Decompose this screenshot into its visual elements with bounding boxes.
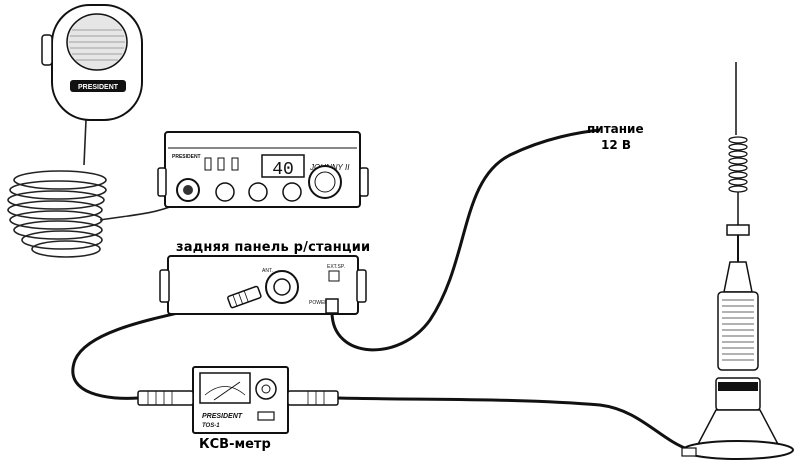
swr-output-connector <box>287 390 339 406</box>
sq-knob <box>282 182 302 202</box>
ext-sp-jack <box>328 270 340 282</box>
power-cable <box>330 128 601 352</box>
swr-switch <box>257 411 275 421</box>
radio-front: PRESIDENT JOHNNY II 40 <box>157 131 369 208</box>
power-label-line1: питание <box>587 122 644 136</box>
swr-model: TOS-1 <box>202 423 220 429</box>
swr-input-connector <box>137 390 194 406</box>
swr-brand: PRESIDENT <box>202 413 243 420</box>
radio-brand: PRESIDENT <box>172 154 201 160</box>
ext-sp-label: EXT.SP. <box>327 264 345 270</box>
rf-gain-knob <box>248 182 268 202</box>
ant-label: ANT. <box>262 268 273 274</box>
rear-panel-label: задняя панель р/станции <box>176 240 371 255</box>
swr-meter: PRESIDENT TOS-1 <box>137 366 339 434</box>
antenna-magnet-base <box>682 440 794 460</box>
power-label: POWER <box>309 300 328 306</box>
swr-to-antenna-cable <box>337 396 691 452</box>
radio-knobs <box>176 165 342 202</box>
swr-meter-label: КСВ-метр <box>199 437 271 452</box>
channel-display: 40 <box>272 160 294 180</box>
antenna <box>681 62 794 460</box>
vol-knob <box>215 182 235 202</box>
mic-brand: PRESIDENT <box>78 84 119 91</box>
microphone: PRESIDENT <box>41 4 143 121</box>
power-jack <box>325 298 339 314</box>
radio-rear-panel: ANT. EXT.SP. POWER <box>159 255 367 315</box>
mic-coiled-cord <box>7 119 176 258</box>
power-label-line2: 12 В <box>601 138 632 152</box>
pl-connector-radio <box>227 285 262 309</box>
